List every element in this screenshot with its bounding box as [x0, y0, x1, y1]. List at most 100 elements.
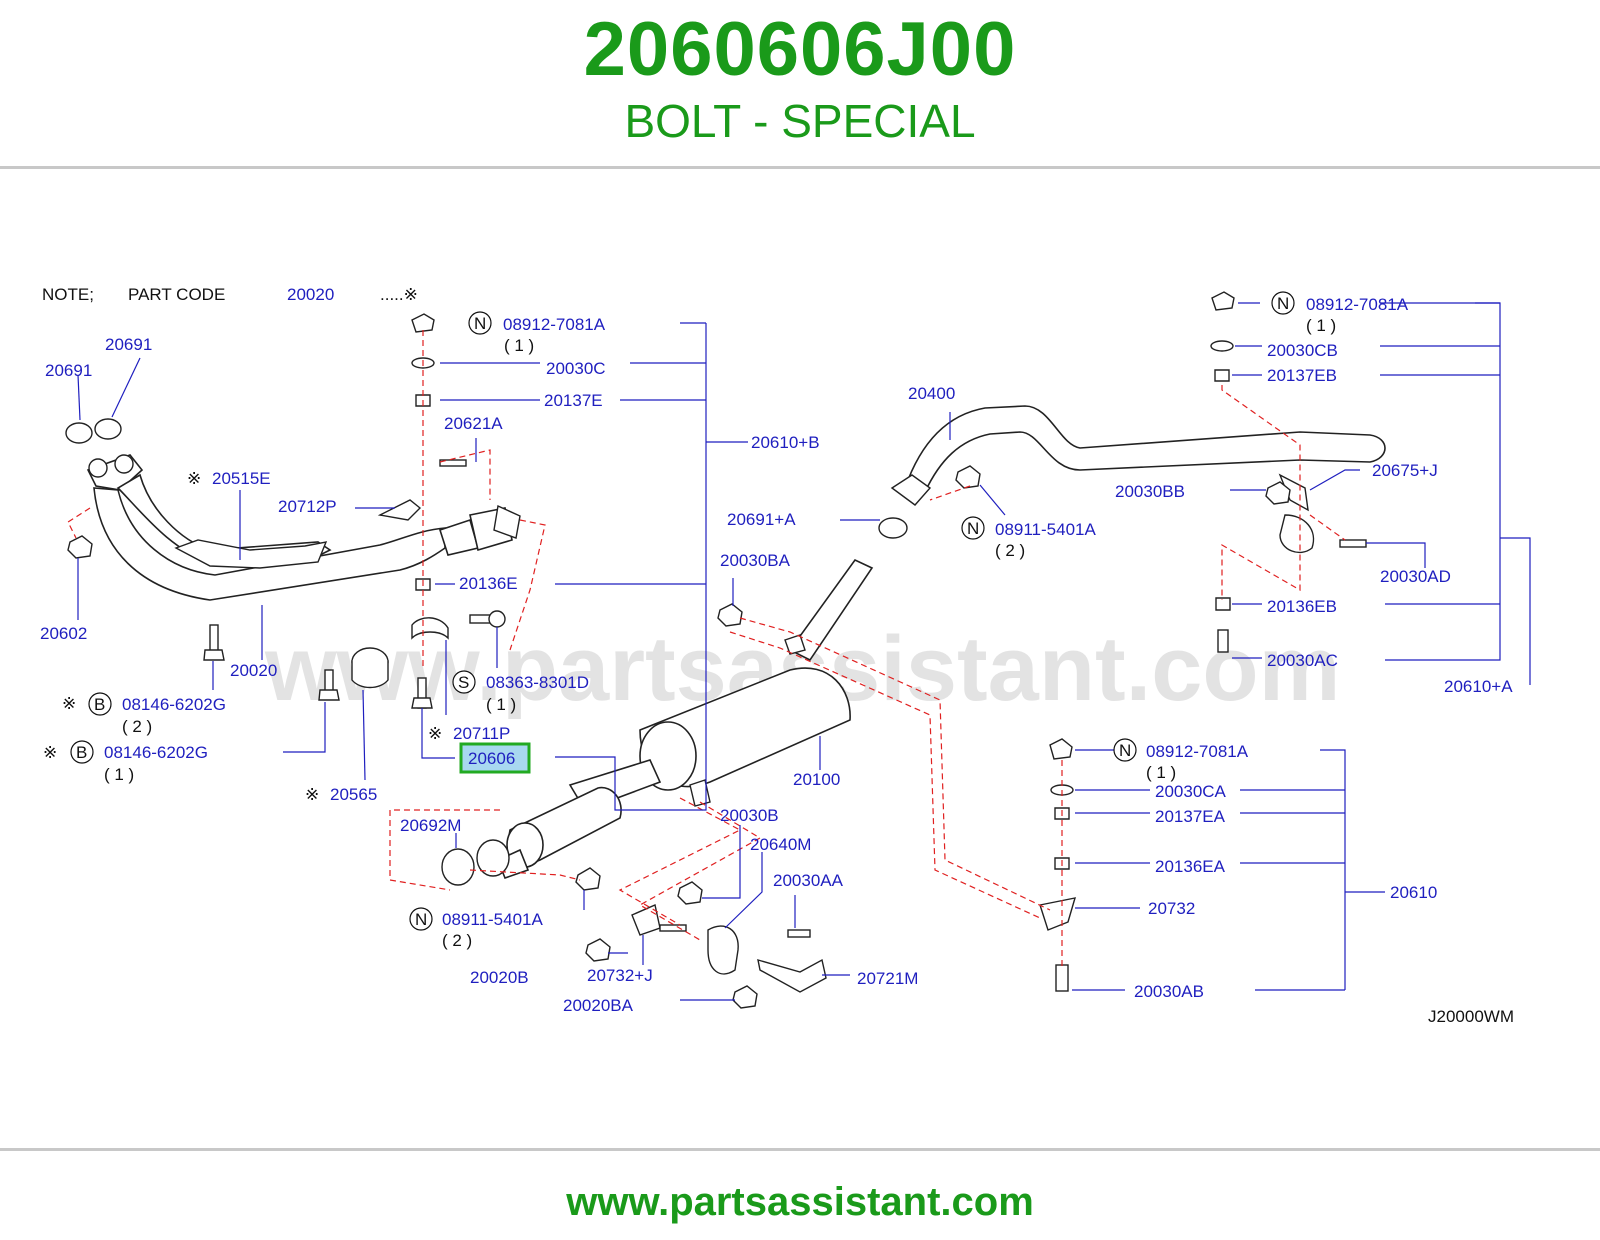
part-label-20732-j[interactable]: 20732+J [587, 966, 653, 985]
svg-text:B: B [94, 695, 105, 714]
part-label-20621a[interactable]: 20621A [444, 414, 503, 433]
drawing-code: J20000WM [1428, 1007, 1514, 1026]
bolt-20621a [439, 459, 467, 467]
part-label-20610-b[interactable]: 20610+B [751, 433, 820, 452]
part-label-20030ac[interactable]: 20030AC [1267, 651, 1338, 670]
page-header: 2060606J00 BOLT - SPECIAL [0, 0, 1600, 168]
part-name-subtitle: BOLT - SPECIAL [624, 95, 976, 147]
part-label-20136e[interactable]: 20136E [459, 574, 518, 593]
bolt-20030aa [787, 929, 811, 938]
footer-url[interactable]: www.partsassistant.com [566, 1180, 1034, 1224]
part-label-20610[interactable]: 20610 [1390, 883, 1437, 902]
part-label-08146-6202g[interactable]: 08146-6202G [104, 743, 208, 762]
part-label-20030ad[interactable]: 20030AD [1380, 567, 1451, 586]
part-label-20030bb[interactable]: 20030BB [1115, 482, 1185, 501]
gasket-20691-right [94, 418, 122, 440]
bolt-20030ac [1217, 629, 1229, 653]
svg-text:※: ※ [43, 743, 57, 762]
svg-text:N: N [967, 519, 979, 538]
part-labels: 20691 20691 20515E 20712P 20602 20020 08… [40, 295, 1513, 1015]
front-pipe-drawing [86, 454, 521, 601]
part-label-20691-a[interactable]: 20691+A [727, 510, 796, 529]
leader-lines [77, 302, 1531, 1001]
part-label-20602[interactable]: 20602 [40, 624, 87, 643]
part-label-20020b[interactable]: 20020B [470, 968, 529, 987]
header-divider [0, 166, 1600, 169]
svg-text:B: B [76, 743, 87, 762]
part-label-20137e[interactable]: 20137E [544, 391, 603, 410]
svg-text:※: ※ [62, 694, 76, 713]
bracket-20711p [411, 617, 449, 640]
exhaust-diagram: www.partsassistant.com [40, 285, 1531, 1026]
part-label-20675-j[interactable]: 20675+J [1372, 461, 1438, 480]
part-label-20610-a[interactable]: 20610+A [1444, 677, 1513, 696]
part-label-20030ba[interactable]: 20030BA [720, 551, 791, 570]
part-label-20030b[interactable]: 20030B [720, 806, 779, 825]
svg-text:※: ※ [305, 785, 319, 804]
part-label-20400[interactable]: 20400 [908, 384, 955, 403]
part-label-20137eb[interactable]: 20137EB [1267, 366, 1337, 385]
svg-text:N: N [1119, 741, 1131, 760]
part-label-20515e[interactable]: 20515E [212, 469, 271, 488]
part-label-20020ba[interactable]: 20020BA [563, 996, 634, 1015]
part-label-08146-6202g[interactable]: 08146-6202G [122, 695, 226, 714]
quantity-08911-b: ( 2 ) [995, 541, 1025, 560]
part-label-20712p[interactable]: 20712P [278, 497, 337, 516]
center-muffler-drawing [496, 558, 874, 880]
part-label-20691[interactable]: 20691 [105, 335, 152, 354]
part-label-20136eb[interactable]: 20136EB [1267, 597, 1337, 616]
part-label-20030c[interactable]: 20030C [546, 359, 606, 378]
part-label-20565[interactable]: 20565 [330, 785, 377, 804]
part-label-20692m[interactable]: 20692M [400, 816, 461, 835]
svg-text:N: N [415, 910, 427, 929]
part-label-20711p[interactable]: 20711P [453, 724, 510, 743]
part-label-08911-5401a[interactable]: 08911-5401A [442, 910, 543, 929]
part-label-20030ab[interactable]: 20030AB [1134, 982, 1204, 1001]
quantity-08912-c: ( 1 ) [1146, 763, 1176, 782]
part-label-20136ea[interactable]: 20136EA [1155, 857, 1226, 876]
bolt-08146-a [209, 624, 219, 652]
part-label-20030ca[interactable]: 20030CA [1155, 782, 1227, 801]
part-label-20640m[interactable]: 20640M [750, 835, 811, 854]
note-mark: .....※ [380, 285, 418, 304]
part-label-08912-7081a[interactable]: 08912-7081A [1306, 295, 1409, 314]
part-label-20030aa[interactable]: 20030AA [773, 871, 844, 890]
quantity-08912-b: ( 1 ) [1306, 316, 1336, 335]
part-label-08911-5401a[interactable]: 08911-5401A [995, 520, 1096, 539]
part-label-08363-8301d[interactable]: 08363-8301D [486, 673, 589, 692]
nut-20020ba [732, 985, 758, 1009]
nut-08911-rear [955, 465, 981, 489]
nut-20030bb [1265, 481, 1291, 505]
gasket-20691-left [65, 422, 93, 444]
nut-08912-top [411, 313, 435, 333]
part-label-20721m[interactable]: 20721M [857, 969, 918, 988]
part-label-20020[interactable]: 20020 [230, 661, 277, 680]
spring-20136eb [1215, 597, 1231, 611]
part-label-20030cb[interactable]: 20030CB [1267, 341, 1338, 360]
part-label-08912-7081a[interactable]: 08912-7081A [1146, 742, 1249, 761]
nut-20020b [585, 938, 611, 962]
hanger-20732j [631, 904, 661, 936]
screw-08363 [488, 610, 506, 628]
note-code[interactable]: 20020 [287, 285, 334, 304]
bolt-20030ad [1339, 539, 1367, 548]
bolt-08146-b [324, 669, 334, 693]
nut-20030ba [717, 603, 743, 627]
spring-20137eb [1214, 369, 1230, 382]
quantity-08911-a: ( 2 ) [442, 931, 472, 950]
part-label-08912-7081a[interactable]: 08912-7081A [503, 315, 606, 334]
quantity-08912-a: ( 1 ) [504, 336, 534, 355]
part-label-20606[interactable]: 20606 [468, 749, 515, 768]
part-label-20100[interactable]: 20100 [793, 770, 840, 789]
bolt-20030ab [1055, 964, 1069, 992]
svg-text:S: S [458, 673, 469, 692]
highlighted-part-box [459, 742, 531, 774]
rubber-mount-20640m [707, 925, 739, 975]
part-label-20732[interactable]: 20732 [1148, 899, 1195, 918]
nut-08912-lower [1049, 738, 1073, 760]
footer-divider [0, 1148, 1600, 1151]
part-label-20137ea[interactable]: 20137EA [1155, 807, 1226, 826]
gasket-20692m [441, 848, 475, 886]
part-label-20691[interactable]: 20691 [45, 361, 92, 380]
svg-text:※: ※ [187, 469, 201, 488]
